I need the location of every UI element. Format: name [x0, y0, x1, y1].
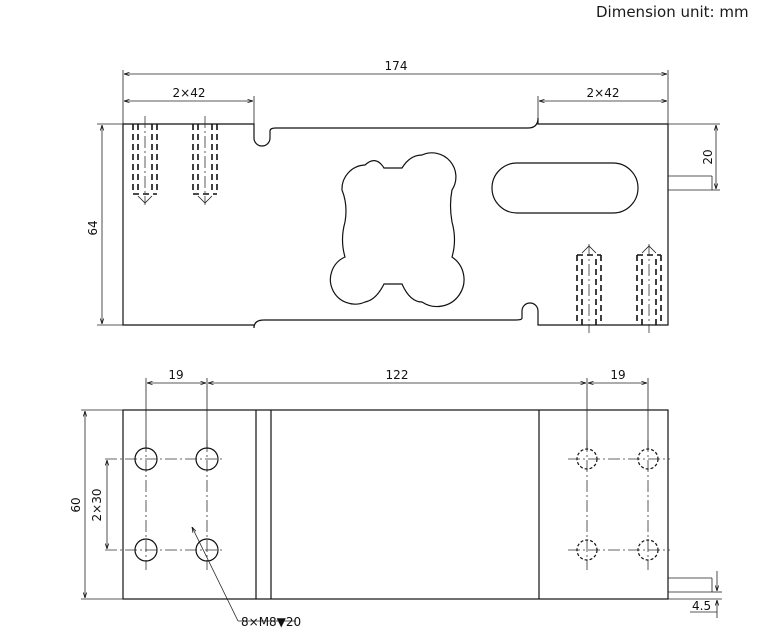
thread-callout: 8×M8▼20: [192, 527, 301, 629]
dim-122-label: 122: [386, 368, 409, 382]
dim-left-19-label: 19: [168, 368, 183, 382]
left-hidden-threads: [132, 116, 218, 205]
top-view: 174 2×42 2×42 64 20: [86, 59, 720, 333]
dim-right-pitch: 19: [588, 368, 649, 448]
dim-20-label: 20: [701, 149, 715, 164]
dim-center-span: 122: [208, 368, 588, 448]
thread-callout-label: 8×M8▼20: [241, 615, 301, 629]
dim-174-label: 174: [385, 59, 408, 73]
dim-hole-spacing: 2×30: [90, 460, 107, 549]
dim-height: 64: [86, 123, 123, 326]
cable-bottom: [668, 577, 713, 593]
load-cell-body-outline: [122, 117, 669, 329]
dim-left-2x42-label: 2×42: [173, 86, 206, 100]
bottom-view: 19 122 19 60 2×30 8×M8▼20: [69, 368, 722, 629]
dim-total-length: 174: [122, 59, 669, 124]
plan-body-outline: [122, 409, 669, 600]
dim-right-holes: 2×42: [537, 86, 667, 124]
left-mount-holes: [134, 447, 219, 562]
dim-left-pitch: 19: [145, 368, 208, 448]
right-hidden-threads: [576, 244, 662, 333]
cable-top: [668, 175, 713, 191]
strain-cutout: [329, 152, 465, 308]
dim-2x30-label: 2×30: [90, 489, 104, 522]
dim-64-label: 64: [86, 220, 100, 235]
dim-60-label: 60: [69, 497, 83, 512]
dim-width: 60: [69, 409, 123, 600]
dim-right-2x42-label: 2×42: [587, 86, 620, 100]
dim-left-holes: 2×42: [124, 86, 255, 124]
dim-cable-offset-bottom: 4.5: [668, 571, 722, 618]
right-mount-holes: [576, 448, 659, 561]
dim-right-19-label: 19: [610, 368, 625, 382]
dimension-unit-note: Dimension unit: mm: [596, 3, 749, 21]
overload-slot: [491, 162, 639, 214]
dim-4-5-label: 4.5: [692, 599, 711, 613]
dim-cable-offset-top: 20: [668, 123, 720, 191]
